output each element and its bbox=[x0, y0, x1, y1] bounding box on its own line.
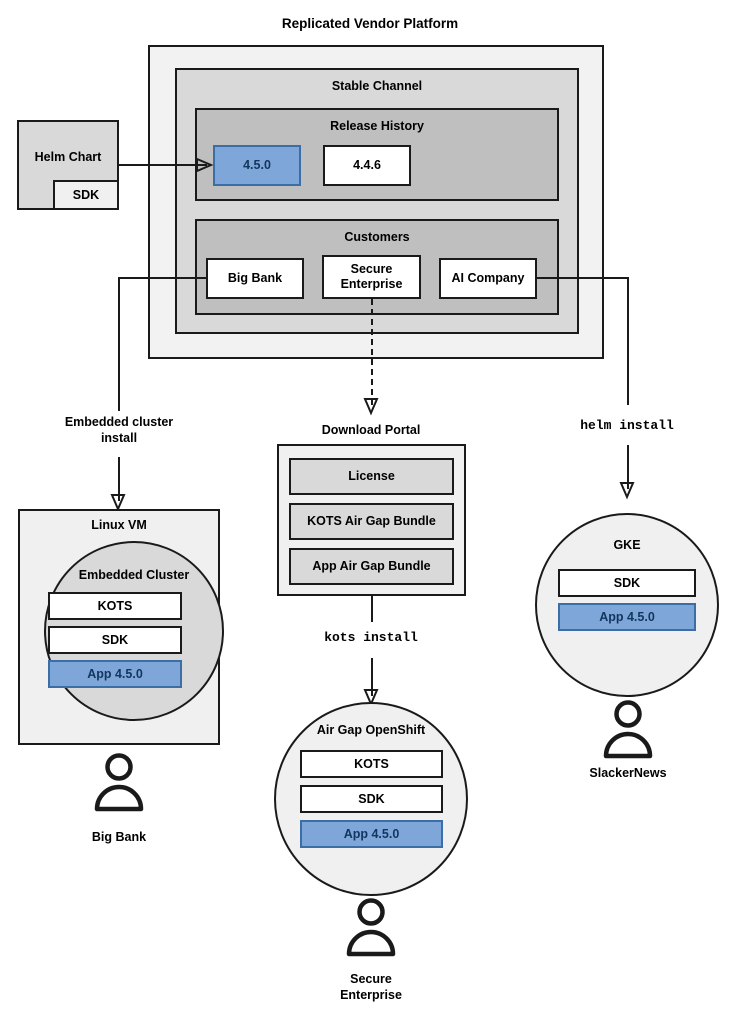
component-sdk[interactable]: SDK bbox=[48, 626, 182, 654]
component-kots[interactable]: KOTS bbox=[48, 592, 182, 620]
customer-label: AI Company bbox=[451, 271, 525, 285]
page-title: Replicated Vendor Platform bbox=[281, 16, 459, 31]
release-4-4-6[interactable]: 4.4.6 bbox=[323, 145, 411, 186]
user-icon bbox=[346, 898, 396, 957]
connector-bigbank-down bbox=[118, 277, 120, 411]
arrowhead-down-icon bbox=[110, 494, 126, 512]
flow-label-kots-install: kots install bbox=[324, 630, 418, 645]
release-version-label: 4.5.0 bbox=[243, 158, 271, 172]
actor-label-slackernews: SlackerNews bbox=[589, 766, 667, 780]
arrowhead-down-icon bbox=[363, 689, 379, 707]
component-app-version[interactable]: App 4.5.0 bbox=[558, 603, 696, 631]
connector-helm-to-release bbox=[119, 164, 207, 166]
actor-label-big-bank: Big Bank bbox=[91, 830, 147, 844]
customer-label: Big Bank bbox=[227, 271, 283, 285]
user-icon bbox=[603, 700, 653, 759]
actor-label-secure-enterprise: Secure Enterprise bbox=[340, 972, 402, 1002]
customer-ai-company[interactable]: AI Company bbox=[439, 258, 537, 299]
component-label: App 4.5.0 bbox=[343, 826, 400, 841]
component-label: SDK bbox=[613, 575, 641, 590]
release-version-label: 4.4.6 bbox=[353, 158, 381, 172]
portal-artifact-license[interactable]: License bbox=[289, 458, 454, 495]
flow-label-embedded-cluster-install: Embedded cluster install bbox=[64, 415, 174, 445]
connector-helm-install-down bbox=[627, 445, 629, 489]
stable-channel-title: Stable Channel bbox=[331, 79, 423, 93]
connector-embedded-install-down bbox=[118, 457, 120, 501]
target-air-gap-openshift-label: Air Gap OpenShift bbox=[316, 723, 426, 737]
connector-bigbank-left bbox=[118, 277, 208, 279]
component-app-version[interactable]: App 4.5.0 bbox=[300, 820, 443, 848]
sdk-label: SDK bbox=[72, 187, 100, 202]
connector-aicompany-down bbox=[627, 277, 629, 405]
artifact-label: App Air Gap Bundle bbox=[312, 559, 431, 573]
component-label: SDK bbox=[358, 791, 385, 806]
connector-secure-enterprise-dashed bbox=[371, 299, 373, 405]
component-app-version[interactable]: App 4.5.0 bbox=[48, 660, 182, 688]
target-gke-label: GKE bbox=[613, 538, 641, 552]
release-4-5-0[interactable]: 4.5.0 bbox=[213, 145, 301, 186]
helm-chart-label: Helm Chart bbox=[34, 149, 102, 164]
release-history-title: Release History bbox=[330, 119, 424, 133]
arrowhead-down-icon bbox=[363, 398, 379, 416]
component-label: KOTS bbox=[97, 598, 133, 613]
component-sdk[interactable]: SDK bbox=[558, 569, 696, 597]
arrowhead-down-icon bbox=[619, 482, 635, 500]
artifact-label: KOTS Air Gap Bundle bbox=[307, 514, 436, 528]
artifact-label: License bbox=[348, 469, 395, 483]
portal-artifact-kots-air-gap-bundle[interactable]: KOTS Air Gap Bundle bbox=[289, 503, 454, 540]
connector-portal-down bbox=[371, 596, 373, 622]
component-kots[interactable]: KOTS bbox=[300, 750, 443, 778]
customer-label: Secure Enterprise bbox=[340, 262, 403, 291]
customer-secure-enterprise[interactable]: Secure Enterprise bbox=[322, 255, 421, 299]
flow-label-helm-install: helm install bbox=[580, 418, 674, 433]
customer-big-bank[interactable]: Big Bank bbox=[206, 258, 304, 299]
component-label: App 4.5.0 bbox=[599, 609, 655, 624]
component-label: SDK bbox=[101, 632, 129, 647]
customers-title: Customers bbox=[344, 230, 410, 244]
connector-kots-install-down bbox=[371, 658, 373, 696]
connector-aicompany-right bbox=[537, 277, 629, 279]
embedded-cluster-label: Embedded Cluster bbox=[78, 568, 190, 582]
target-linux-vm-label: Linux VM bbox=[91, 518, 147, 532]
user-icon bbox=[94, 753, 144, 812]
component-label: App 4.5.0 bbox=[87, 666, 143, 681]
portal-artifact-app-air-gap-bundle[interactable]: App Air Gap Bundle bbox=[289, 548, 454, 585]
arrowhead-right-icon bbox=[196, 157, 214, 173]
component-sdk[interactable]: SDK bbox=[300, 785, 443, 813]
helm-chart-sdk-box[interactable]: SDK bbox=[53, 180, 119, 210]
component-label: KOTS bbox=[354, 756, 389, 771]
download-portal-title: Download Portal bbox=[321, 423, 421, 437]
